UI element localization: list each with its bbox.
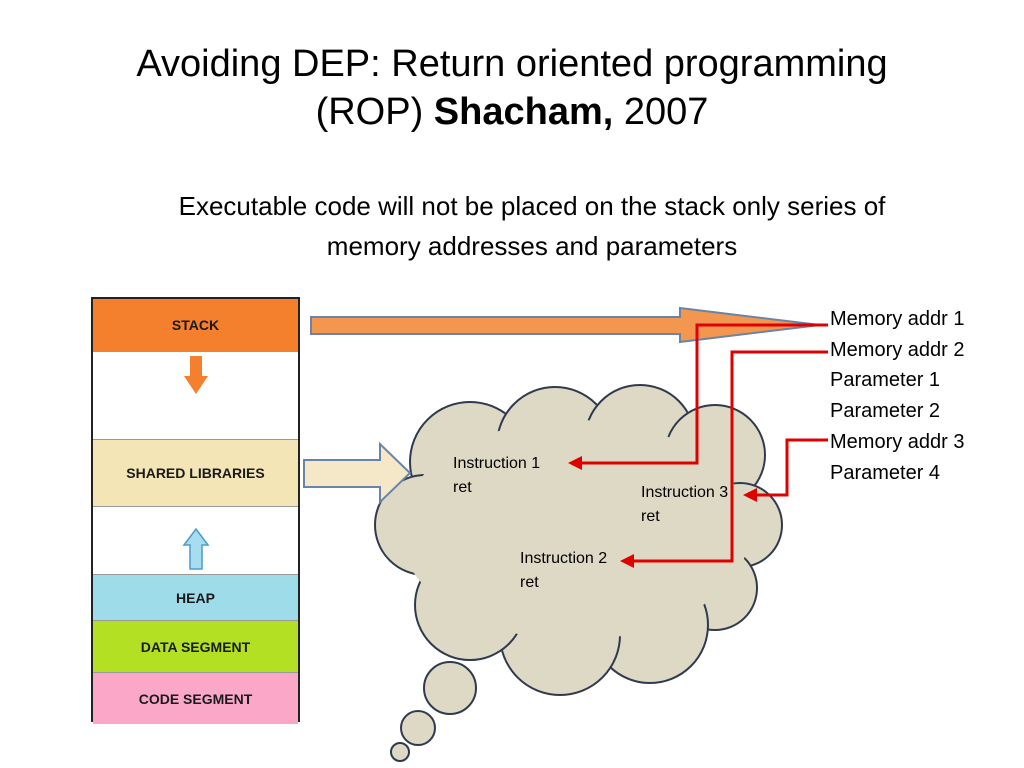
memory-map: STACK SHARED LIBRARIES HEAP DATA SEGMENT… — [91, 297, 300, 724]
stack-item-parameter-1: Parameter 1 — [830, 369, 941, 392]
instruction-1-ret: ret — [453, 479, 472, 496]
arrow-up-icon — [182, 527, 210, 570]
pointer-memory-addr-2 — [630, 350, 828, 563]
pointer-head-instruction-3 — [743, 488, 757, 502]
stack-item-memory-addr-1: Memory addr 1 — [830, 308, 965, 330]
instruction-1: Instruction 1 ret — [453, 452, 540, 500]
title-line-2: (ROP) Shacham, 2007 — [40, 88, 984, 136]
stack-item-parameter-2: Parameter 2 — [830, 400, 941, 423]
pointer-head-instruction-1 — [568, 456, 582, 470]
instruction-2: Instruction 2 ret — [520, 547, 607, 595]
instruction-2-label: Instruction 2 — [520, 550, 608, 567]
stack-big-arrow — [310, 306, 821, 344]
segment-data: DATA SEGMENT — [93, 621, 298, 673]
title-author: Shacham, — [433, 91, 614, 133]
stack-item-memory-addr-2: Memory addr 2 — [830, 338, 965, 361]
arrow-down-icon — [184, 356, 208, 394]
pointer-lines — [580, 323, 828, 563]
title-prefix: (ROP) — [315, 91, 434, 133]
title-year: 2007 — [613, 91, 709, 133]
title-line-1: Avoiding DEP: Return oriented programmin… — [136, 43, 888, 85]
instruction-3-label: Instruction 3 — [641, 484, 729, 501]
thought-cloud — [374, 384, 783, 762]
shared-libraries-arrow — [303, 441, 412, 505]
pointer-head-instruction-2 — [620, 554, 634, 568]
pointer-memory-addr-1 — [580, 323, 828, 465]
stack-contents-list: Memory addr 1 Memory addr 2 Parameter 1 … — [830, 304, 965, 488]
stack-item-parameter-4: Parameter 4 — [830, 461, 941, 484]
segment-heap: HEAP — [93, 575, 298, 621]
segment-shared-libraries: SHARED LIBRARIES — [93, 440, 298, 507]
stack-item-memory-addr-3: Memory addr 3 — [830, 430, 965, 453]
instruction-2-ret: ret — [520, 574, 539, 591]
segment-code: CODE SEGMENT — [93, 673, 298, 724]
subtitle-line-2: memory addresses and parameters — [326, 231, 738, 261]
subtitle-line-1: Executable code will not be placed on th… — [178, 191, 886, 221]
instruction-3: Instruction 3 ret — [641, 481, 728, 529]
slide-title: Avoiding DEP: Return oriented programmin… — [40, 40, 984, 136]
instruction-3-ret: ret — [641, 508, 660, 525]
segment-stack: STACK — [93, 299, 298, 352]
slide-subtitle: Executable code will not be placed on th… — [70, 186, 994, 266]
instruction-1-label: Instruction 1 — [453, 455, 541, 472]
pointer-memory-addr-3 — [752, 438, 828, 497]
